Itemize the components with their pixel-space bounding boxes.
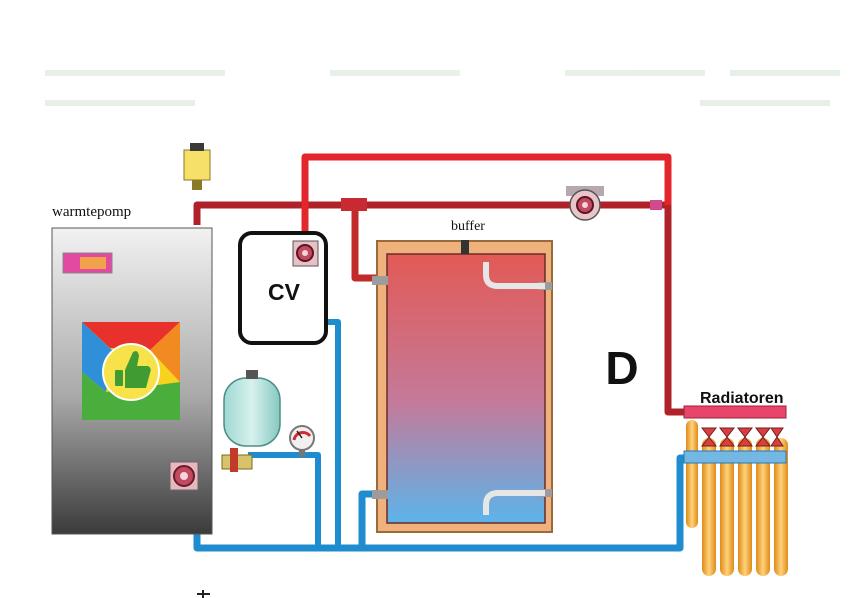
radiator-column: [738, 438, 752, 576]
pump-icon: [292, 240, 319, 267]
diagram-letter: D: [605, 342, 638, 394]
radiators-label: Radiatoren: [700, 390, 784, 407]
thumbs-up-icon: [115, 351, 151, 388]
radiator-column: [720, 438, 734, 576]
radiator-column: [756, 438, 770, 576]
tee-fitting: [341, 198, 367, 211]
buffer-sensor: [461, 240, 469, 254]
expansion-vessel-icon: [221, 370, 281, 472]
pump-icon: [566, 186, 604, 221]
radiator-column: [774, 438, 788, 576]
buffer-core: [386, 253, 546, 524]
heat-pump-label: warmtepomp: [52, 204, 131, 220]
supply-manifold: [683, 405, 787, 419]
radiator-bank: [686, 420, 788, 576]
valve-icon: [700, 427, 784, 447]
valve-icon: [183, 143, 211, 190]
pressure-gauge-icon: [289, 425, 315, 457]
drain-fitting: [197, 590, 210, 598]
heat-pump-logo: [82, 322, 180, 420]
heat-pump: [51, 227, 213, 535]
radiator-manifolds: [683, 405, 787, 464]
return-manifold: [683, 450, 787, 464]
buffer-inner-pipe: [483, 262, 545, 289]
tee-fitting: [650, 200, 662, 210]
radiator-column: [686, 420, 698, 528]
pump-icon: [169, 461, 199, 491]
cv-label: CV: [268, 279, 301, 305]
cv-boiler: CV: [238, 231, 328, 345]
buffer-tank: [372, 240, 553, 533]
radiator-column: [702, 438, 716, 576]
buffer-label: buffer: [451, 219, 485, 234]
background-residue: [45, 70, 840, 106]
buffer-inner-pipe: [483, 490, 545, 515]
